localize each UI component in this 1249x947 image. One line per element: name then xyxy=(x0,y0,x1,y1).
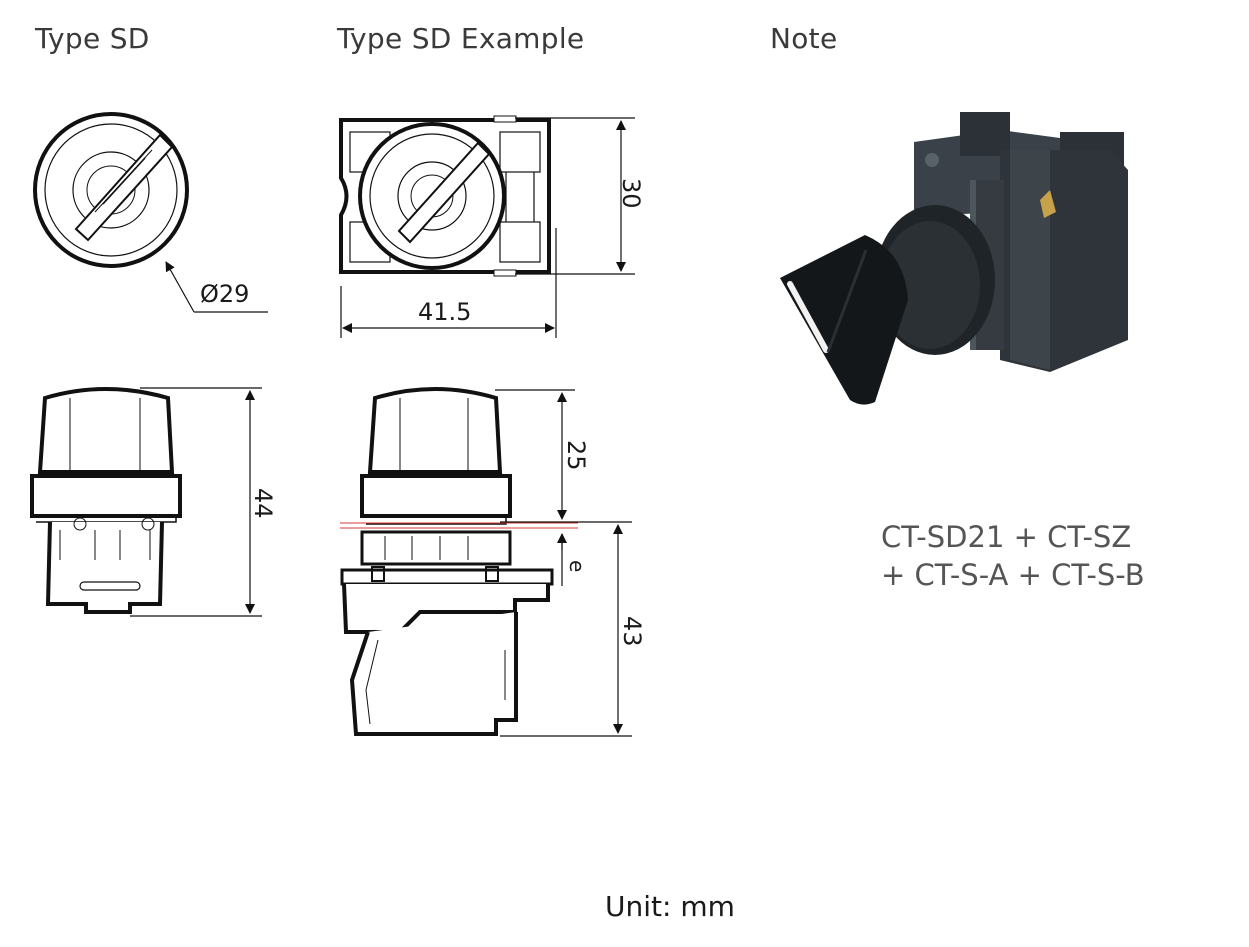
dim-height-top: 30 xyxy=(617,178,645,209)
dim-offset: e xyxy=(565,560,589,572)
heading-note: Note xyxy=(770,22,838,55)
dim-operator-height: 25 xyxy=(562,440,590,471)
dim-width: 41.5 xyxy=(418,298,471,326)
red-reference-lines xyxy=(340,522,578,529)
product-photo xyxy=(780,112,1128,405)
front-view-knob xyxy=(33,112,189,268)
top-view-assembly xyxy=(339,115,551,277)
side-view-assembly xyxy=(340,387,554,736)
dim-height-side-lines xyxy=(130,387,262,617)
note-line-2: + CT-S-A + CT-S-B xyxy=(881,558,1145,592)
heading-type-sd: Type SD xyxy=(35,22,150,55)
dim-diameter: Ø29 xyxy=(200,280,249,308)
dim-block-height: 43 xyxy=(618,616,646,647)
side-view-operator xyxy=(30,387,182,614)
diameter-leader xyxy=(165,261,268,313)
unit-label: Unit: mm xyxy=(605,890,735,923)
note-line-1: CT-SD21 + CT-SZ xyxy=(881,520,1132,554)
dim-height-side: 44 xyxy=(249,488,277,519)
dim-operator-lines xyxy=(495,389,632,737)
dim-height-top-lines xyxy=(515,117,635,275)
heading-type-sd-example: Type SD Example xyxy=(337,22,585,55)
dim-width-lines xyxy=(340,228,557,338)
